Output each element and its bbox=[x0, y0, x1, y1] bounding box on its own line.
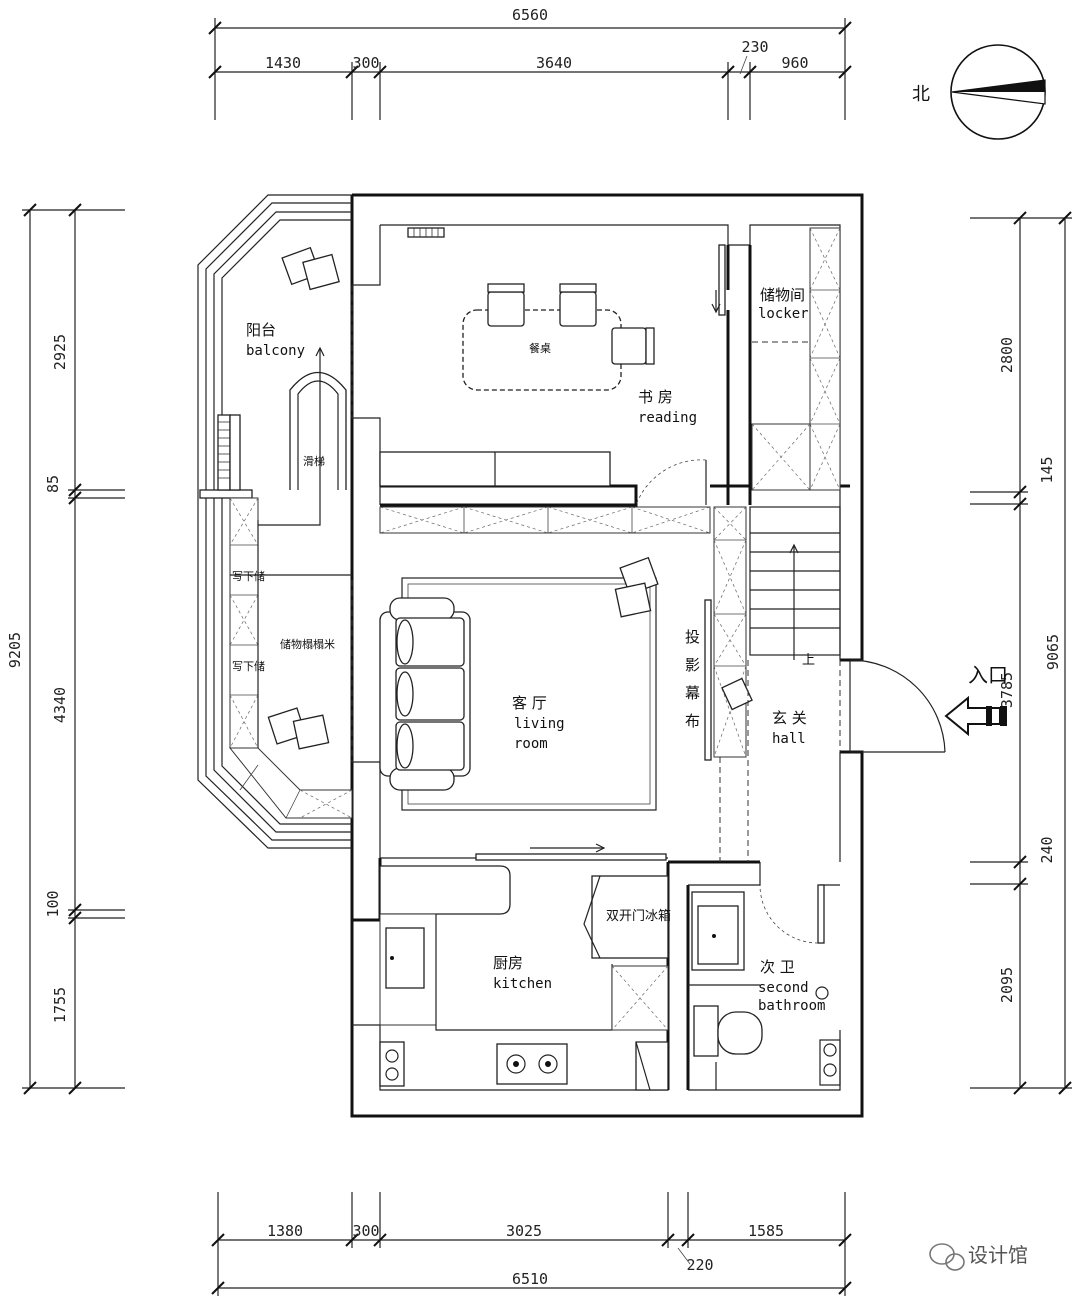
slide-label: 滑梯 bbox=[303, 455, 325, 468]
dim-top-total: 6560 bbox=[512, 6, 548, 24]
dim-bottom-2: 300 bbox=[352, 1222, 379, 1240]
fridge-label: 双开门冰箱 bbox=[606, 908, 671, 924]
kitchen-en-label: kitchen bbox=[493, 976, 552, 992]
dim-left-2: 85 bbox=[44, 475, 62, 493]
dim-right-3: 3785 bbox=[998, 672, 1016, 708]
second-bathroom: 次 卫 second bathroom bbox=[688, 884, 841, 1090]
entrance-arrow: 入口 bbox=[944, 663, 1008, 737]
balcony-en-label: balcony bbox=[246, 343, 305, 359]
living-en-label-2: room bbox=[514, 736, 548, 752]
kitchen: 双开门冰箱 厨房 kitchen bbox=[379, 865, 671, 1091]
balcony-cn-label: 阳台 bbox=[246, 321, 276, 339]
dim-left-1: 2925 bbox=[51, 334, 69, 370]
dim-left-3: 4340 bbox=[51, 687, 69, 723]
balcony-outline bbox=[197, 194, 353, 849]
kitchen-cn-label: 厨房 bbox=[493, 954, 523, 972]
dim-bottom-1: 1380 bbox=[267, 1222, 303, 1240]
dim-top-3: 3640 bbox=[536, 54, 572, 72]
screen-char-4: 布 bbox=[685, 712, 700, 730]
dim-left-5: 1755 bbox=[51, 987, 69, 1023]
bottom-dimensions: 1380 300 3025 1585 220 6510 bbox=[211, 1192, 852, 1296]
bathroom-en-label-2: bathroom bbox=[758, 998, 825, 1014]
left-dimensions: 9205 2925 85 4340 100 1755 bbox=[6, 203, 125, 1095]
dim-top-4: 230 bbox=[741, 38, 768, 56]
locker-cabinets: 储物间 locker bbox=[751, 227, 841, 491]
dim-right-total: 9065 bbox=[1044, 634, 1062, 670]
dim-top-1: 1430 bbox=[265, 54, 301, 72]
living-room-top-cabinet bbox=[379, 506, 711, 534]
dim-right-4: 240 bbox=[1038, 836, 1056, 863]
dim-right-1: 2800 bbox=[998, 337, 1016, 373]
hall-cn-label: 玄 关 bbox=[772, 709, 807, 727]
dim-bottom-4: 1585 bbox=[748, 1222, 784, 1240]
top-dimensions: 6560 1430 300 3640 230 960 bbox=[208, 6, 852, 120]
dim-bottom-3: 3025 bbox=[506, 1222, 542, 1240]
hall: 玄 关 hall bbox=[719, 659, 946, 862]
dining-table-label: 餐桌 bbox=[529, 341, 551, 355]
staircase: 上 bbox=[749, 506, 841, 668]
dim-top-5: 960 bbox=[781, 54, 808, 72]
reading-en-label: reading bbox=[638, 410, 697, 426]
locker-door bbox=[711, 244, 726, 316]
bathroom-cn-label: 次 卫 bbox=[760, 958, 795, 976]
slide: 滑梯 bbox=[258, 346, 347, 526]
dim-left-4: 100 bbox=[44, 890, 62, 917]
screen-char-3: 幕 bbox=[685, 684, 700, 702]
storage-tatami-label: 储物榻榻米 bbox=[280, 637, 335, 651]
dim-right-5: 2095 bbox=[998, 967, 1016, 1003]
balcony-pillows-top bbox=[281, 246, 340, 291]
living-sofa bbox=[379, 597, 471, 791]
balcony-storage-cabinet: 写下储 写下储 bbox=[228, 497, 353, 819]
right-dimensions: 9065 2800 145 3785 240 2095 bbox=[970, 211, 1072, 1095]
living-room-right-cabinet bbox=[713, 506, 747, 758]
dim-right-2: 145 bbox=[1038, 456, 1056, 483]
dim-left-total: 9205 bbox=[6, 632, 24, 668]
kitchen-sliding-door bbox=[475, 843, 667, 861]
locker-cn-label: 储物间 bbox=[760, 286, 805, 304]
living-cn-label: 客 厅 bbox=[512, 694, 547, 712]
screen-char-1: 投 bbox=[685, 628, 700, 646]
reading-room: 餐桌 书 房 reading bbox=[379, 227, 707, 506]
dim-top-2: 300 bbox=[352, 54, 379, 72]
compass-north-label: 北 bbox=[912, 84, 930, 105]
watermark: 设计馆 bbox=[929, 1243, 1028, 1271]
entrance-label: 入口 bbox=[968, 663, 1008, 687]
balcony-pillows-bottom bbox=[267, 707, 330, 750]
locker-en-label: locker bbox=[758, 306, 809, 322]
dim-bottom-total: 6510 bbox=[512, 1270, 548, 1288]
stair-up-label: 上 bbox=[802, 653, 815, 668]
compass: 北 bbox=[912, 44, 1046, 140]
projector-screen: 投 影 幕 布 bbox=[685, 599, 712, 761]
balcony-radiator bbox=[217, 414, 241, 491]
reading-cn-label: 书 房 bbox=[638, 388, 673, 406]
living-en-label-1: living bbox=[514, 716, 565, 732]
dim-bottom-extra: 220 bbox=[686, 1256, 713, 1274]
balcony-small-label-b: 写下储 bbox=[232, 659, 265, 673]
watermark-text: 设计馆 bbox=[968, 1243, 1028, 1267]
bathroom-en-label-1: second bbox=[758, 980, 809, 996]
living-pillows bbox=[614, 556, 659, 618]
hall-en-label: hall bbox=[772, 731, 806, 747]
balcony-small-label-a: 写下储 bbox=[232, 569, 265, 583]
screen-char-2: 影 bbox=[685, 656, 700, 674]
